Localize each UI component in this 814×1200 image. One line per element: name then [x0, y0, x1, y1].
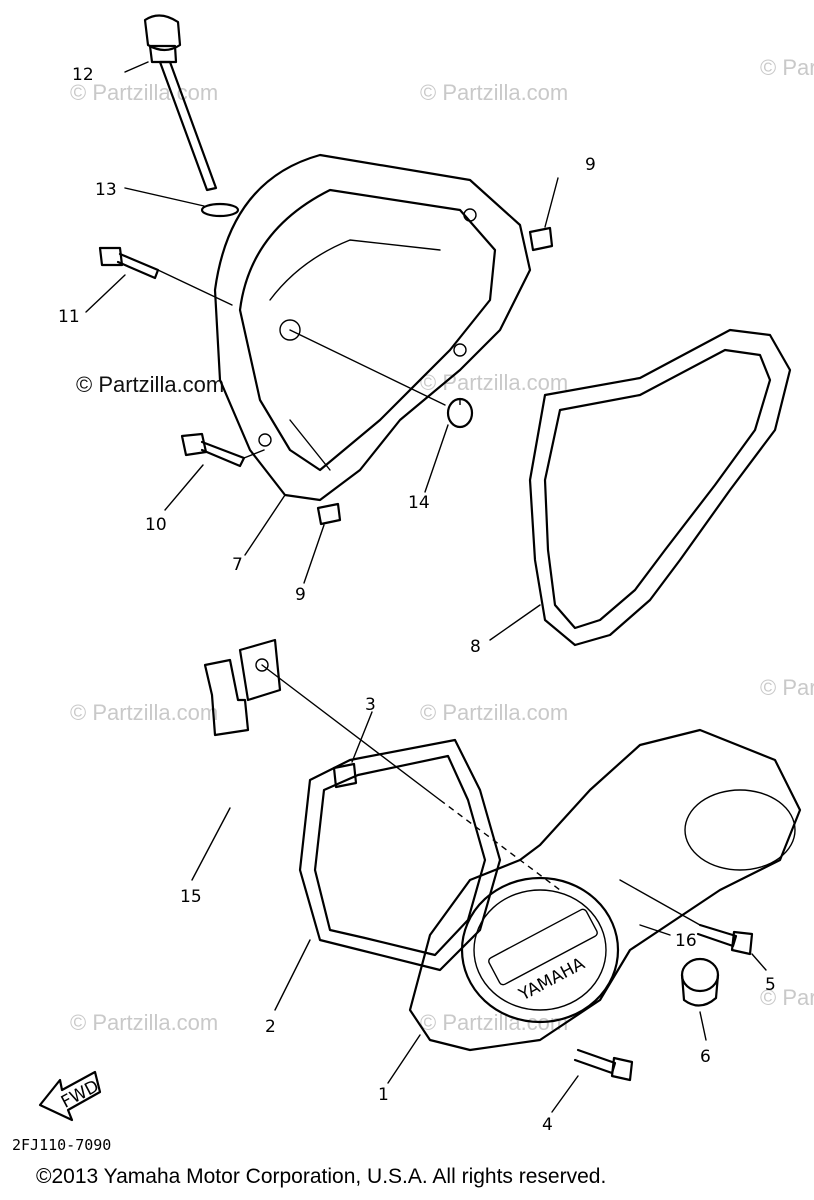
watermark: © Partzilla.com [420, 700, 568, 725]
bolt-part-4 [573, 1048, 634, 1082]
callout-numbers: 12 13 9 11 14 10 7 9 8 3 15 16 5 2 6 1 4 [58, 65, 776, 1135]
bracket-part-15 [203, 638, 282, 737]
gasket-part-2 [298, 738, 502, 972]
watermark: © Partzilla.com [420, 370, 568, 395]
fwd-arrow-icon: FWD [38, 1070, 102, 1122]
callout-11: 11 [58, 307, 80, 327]
callout-9-bottom: 9 [295, 585, 306, 605]
dipstick-part-12 [143, 14, 218, 192]
dowel-part-9-top [528, 226, 554, 252]
dowel-part-9-bottom [316, 502, 342, 526]
crankcase-cover-part-7 [213, 153, 532, 502]
watermark: © Partzilla.com [70, 80, 218, 105]
bolt-part-10 [180, 432, 246, 468]
watermarks: © Partzilla.com © Partzilla.com © Partzi… [70, 55, 814, 1035]
callout-3: 3 [365, 695, 376, 715]
watermark: © Partzilla.com [70, 700, 218, 725]
copyright-notice: ©2013 Yamaha Motor Corporation, U.S.A. A… [36, 1165, 606, 1188]
seal-part-14 [446, 397, 474, 429]
watermark: © Partzilla.com [760, 55, 814, 80]
cover-brand-text: YAMAHA [515, 954, 589, 1006]
gasket-part-8 [528, 328, 792, 647]
bolt-part-5 [696, 923, 754, 956]
callout-7: 7 [232, 555, 243, 575]
callout-13: 13 [95, 180, 117, 200]
watermark: © Partzilla.com [760, 675, 814, 700]
callout-9-top: 9 [585, 155, 596, 175]
callout-16: 16 [675, 931, 697, 951]
cover-part-1: YAMAHA [408, 728, 802, 1052]
o-ring-part-13 [200, 202, 240, 218]
watermark: © Partzilla.com [420, 80, 568, 105]
bolt-part-11 [98, 246, 160, 280]
diagram-code: 2FJ110-7090 [12, 1136, 111, 1154]
callout-5: 5 [765, 975, 776, 995]
callout-4: 4 [542, 1115, 553, 1135]
dowel-part-3 [332, 762, 358, 789]
watermark: © Partzilla.com [760, 985, 814, 1010]
leader-lines [85, 61, 767, 1113]
callout-12: 12 [72, 65, 94, 85]
callout-10: 10 [145, 515, 167, 535]
callout-2: 2 [265, 1017, 276, 1037]
watermark: © Partzilla.com [70, 1010, 218, 1035]
plug-part-6 [680, 957, 720, 1007]
watermark-dark: © Partzilla.com [76, 372, 224, 397]
callout-14: 14 [408, 493, 430, 513]
callout-1: 1 [378, 1085, 389, 1105]
fwd-label: FWD [58, 1076, 102, 1112]
callout-6: 6 [700, 1047, 711, 1067]
callout-8: 8 [470, 637, 481, 657]
callout-15: 15 [180, 887, 202, 907]
